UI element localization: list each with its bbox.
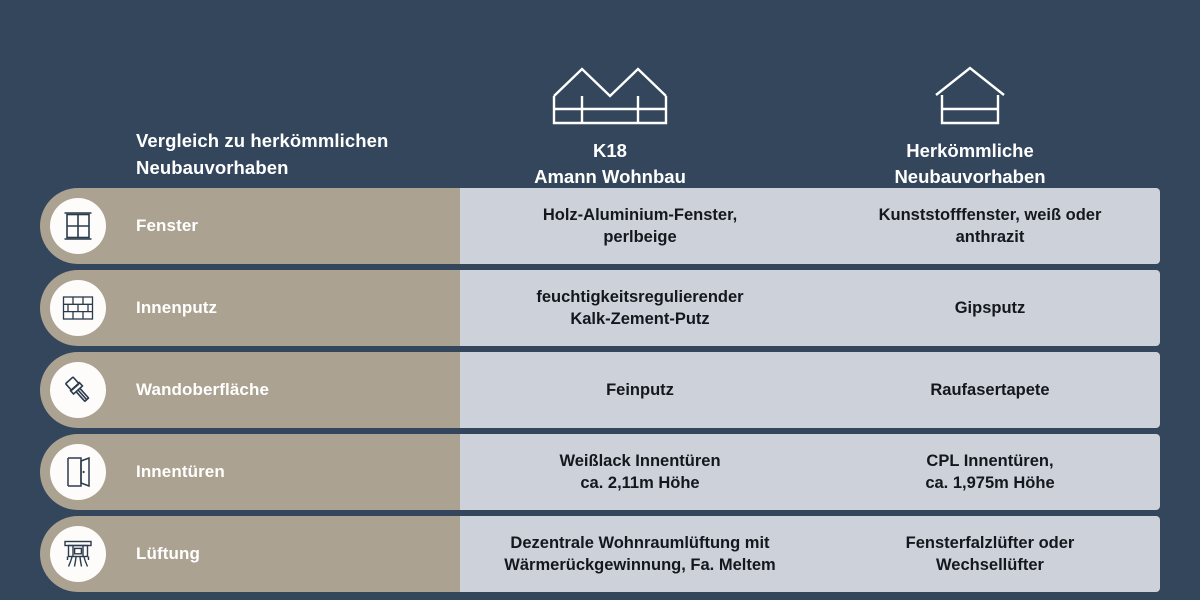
window-icon <box>50 198 106 254</box>
value-cell-conventional: Kunststofffenster, weiß oder anthrazit <box>820 188 1160 264</box>
value-cell-conventional: Gipsputz <box>820 270 1160 346</box>
table-row: Fenster Holz-Aluminium-Fenster, perlbeig… <box>0 188 1200 264</box>
value-cell-k18: feuchtigkeitsregulierender Kalk-Zement-P… <box>460 270 820 346</box>
value-cell-conventional: Raufasertapete <box>820 352 1160 428</box>
table-header: Vergleich zu herkömmlichen Neubauvorhabe… <box>0 0 1200 188</box>
category-label: Innentüren <box>136 462 225 481</box>
header-label-conventional: Herkömmliche Neubauvorhaben <box>894 140 1046 188</box>
brick-wall-icon <box>50 280 106 336</box>
category-cell: Innentüren <box>40 434 460 510</box>
value-cell-k18: Holz-Aluminium-Fenster, perlbeige <box>460 188 820 264</box>
table-row: Wandoberfläche Feinputz Raufasertapete <box>0 352 1200 428</box>
value-cell-conventional: CPL Innentüren, ca. 1,975m Höhe <box>820 434 1160 510</box>
value-cell-k18: Feinputz <box>460 352 820 428</box>
double-peak-house-icon <box>460 64 760 126</box>
value-cell-k18: Weißlack Innentüren ca. 2,11m Höhe <box>460 434 820 510</box>
category-label: Innenputz <box>136 298 218 317</box>
category-label: Fenster <box>136 216 199 235</box>
value-cell-conventional: Fensterfalzlüfter oder Wechsellüfter <box>820 516 1160 592</box>
table-row: Innentüren Weißlack Innentüren ca. 2,11m… <box>0 434 1200 510</box>
comparison-rows: Fenster Holz-Aluminium-Fenster, perlbeig… <box>0 188 1200 592</box>
ventilation-icon <box>50 526 106 582</box>
door-icon <box>50 444 106 500</box>
category-cell: Fenster <box>40 188 460 264</box>
header-label-k18: K18 Amann Wohnbau <box>534 140 686 188</box>
value-cell-k18: Dezentrale Wohnraumlüftung mit Wärmerück… <box>460 516 820 592</box>
single-peak-house-icon <box>820 64 1120 126</box>
category-label: Lüftung <box>136 544 200 563</box>
table-row: Lüftung Dezentrale Wohnraumlüftung mit W… <box>0 516 1200 592</box>
category-label: Wandoberfläche <box>136 380 270 399</box>
page-title: Vergleich zu herkömmlichen Neubauvorhabe… <box>136 130 389 178</box>
category-cell: Wandoberfläche <box>40 352 460 428</box>
header-column-k18: K18 Amann Wohnbau <box>460 64 760 191</box>
category-cell: Lüftung <box>40 516 460 592</box>
table-row: Innenputz feuchtigkeitsregulierender Kal… <box>0 270 1200 346</box>
category-cell: Innenputz <box>40 270 460 346</box>
paintbrush-icon <box>50 362 106 418</box>
header-column-conventional: Herkömmliche Neubauvorhaben <box>820 64 1120 191</box>
